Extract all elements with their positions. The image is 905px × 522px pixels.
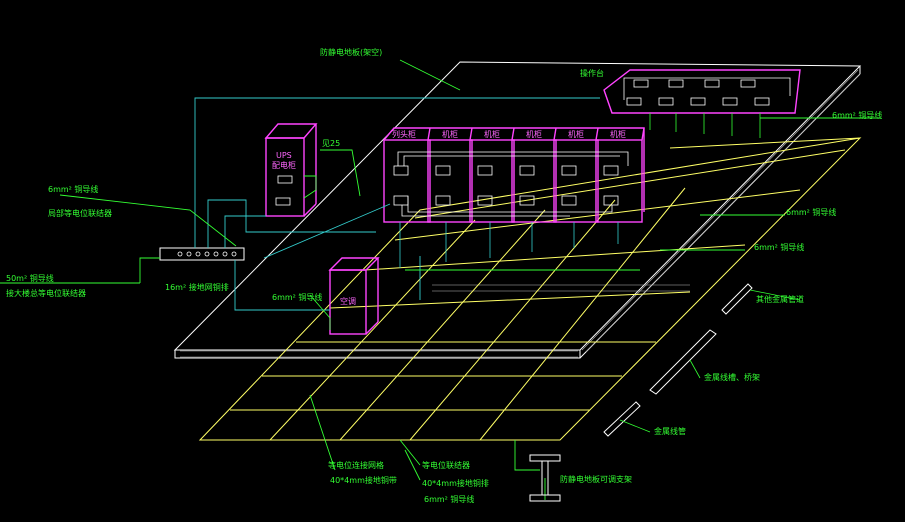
cabinet-inner-boxes: [393, 151, 629, 217]
air-conditioner: [328, 257, 380, 335]
operator-console: [603, 69, 801, 138]
label-wire-6mm-r3: 6mm² 铜导线: [754, 242, 804, 252]
label-net-16mm: 16m² 接地网铜排: [165, 282, 229, 292]
label-cabinet-row-head: 列头柜: [392, 129, 416, 139]
equipotential-grid: [198, 137, 862, 441]
label-wire-6mm-r1: 6mm² 铜导线: [832, 110, 882, 120]
label-wire-6mm-left: 6mm² 铜导线: [48, 184, 98, 194]
label-wire-6mm-ac: 6mm² 铜导线: [272, 292, 322, 302]
label-metal-pipe: 其他金属管道: [756, 294, 804, 304]
label-wire-6mm-r2: 6mm² 铜导线: [786, 207, 836, 217]
label-floor-support: 防静电地板可调支架: [560, 474, 632, 484]
label-main-bus: 接大楼总等电位联结器: [6, 288, 86, 298]
label-wire-50mm: 50m² 铜导线: [6, 273, 54, 283]
label-network-cable: 见25: [322, 139, 340, 148]
label-metal-tray: 金属线槽、桥架: [704, 372, 760, 382]
label-wire-6mm-bottom: 6mm² 铜导线: [424, 494, 474, 504]
label-strip-40: 40*4mm接地铜带: [330, 475, 397, 485]
cabinet-row: [383, 127, 645, 223]
label-ups-title: UPS: [276, 151, 292, 160]
green-wiring: [0, 59, 880, 500]
label-operator-console: 操作台: [580, 68, 604, 78]
label-cabinet-2: 机柜: [484, 129, 500, 139]
label-metal-conduit: 金属线管: [654, 426, 686, 436]
label-cabinet-1: 机柜: [442, 129, 458, 139]
label-local-bus: 局部等电位联结器: [48, 208, 112, 218]
label-cabinet-5: 机柜: [610, 129, 626, 139]
label-strip-40b: 40*4mm接地铜排: [422, 478, 489, 488]
i-beam-support-icon: [529, 454, 561, 502]
label-grid-net: 等电位连接网格: [328, 460, 384, 470]
label-ups-subtitle: 配电柜: [272, 160, 296, 170]
cable-tray-icon: [649, 329, 717, 395]
floor-edge-hatch: [180, 69, 861, 358]
pipe-icon: [721, 283, 801, 315]
cabinet-ground-wires: [399, 222, 619, 268]
label-ac-unit: 空调: [340, 296, 356, 306]
label-cabinet-3: 机柜: [526, 129, 542, 139]
local-busbar: [159, 247, 245, 261]
label-cabinet-4: 机柜: [568, 129, 584, 139]
label-anti-static-floor: 防静电地板(架空): [320, 47, 382, 57]
ups-cabinet: [264, 123, 318, 217]
conduit-icon: [603, 401, 651, 437]
label-equip-bus: 等电位联结器: [422, 460, 470, 470]
